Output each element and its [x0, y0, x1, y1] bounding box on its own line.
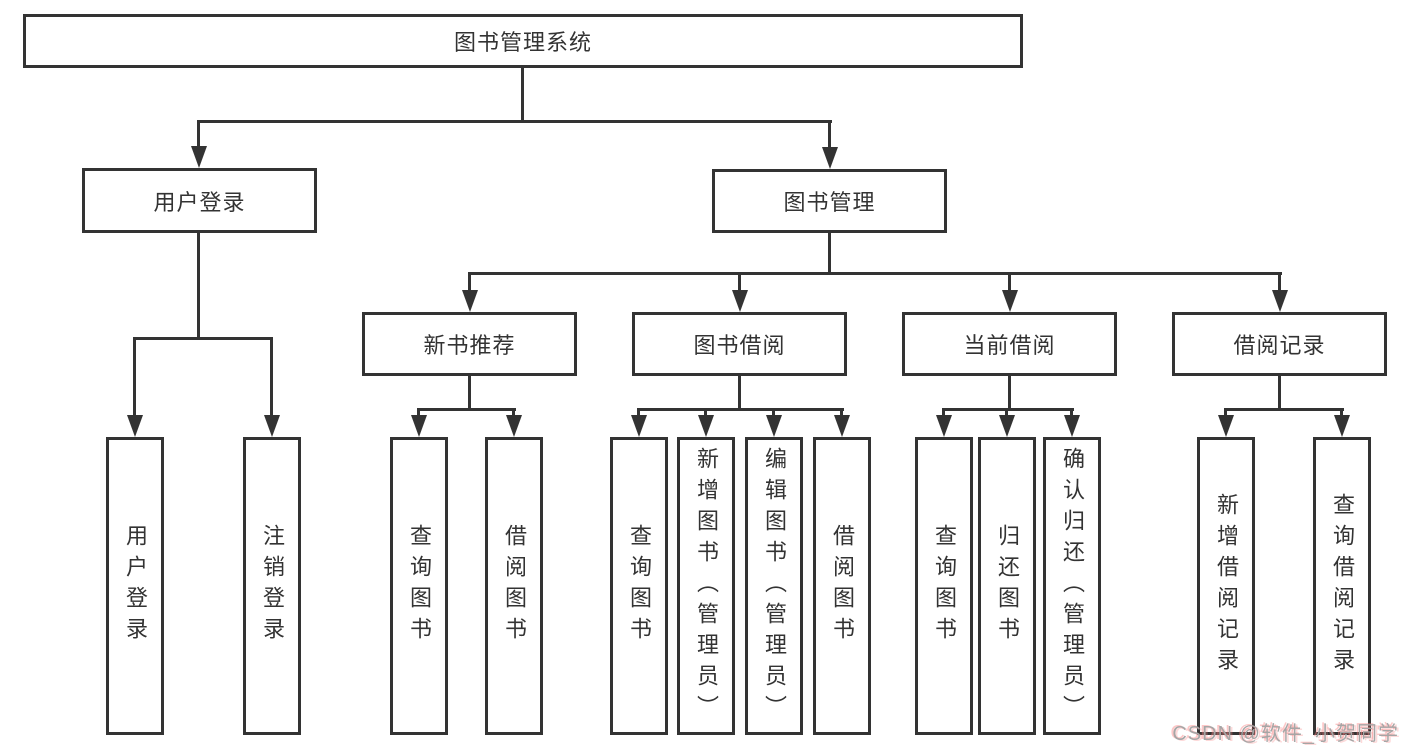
arrowhead-down-icon	[127, 415, 143, 437]
connector-line	[942, 408, 1074, 411]
node-label: 用户登录	[153, 189, 246, 215]
node-borrowing-records: 借阅记录	[1172, 312, 1387, 376]
connector-line	[417, 408, 516, 411]
leaf-query-books-borrowing: 查询图书	[610, 437, 668, 735]
connector-line	[704, 408, 707, 418]
connector-line	[1340, 408, 1343, 418]
arrowhead-down-icon	[834, 415, 850, 437]
connector-line	[772, 408, 775, 418]
arrowhead-down-icon	[1002, 290, 1018, 312]
node-new-book-recommendation: 新书推荐	[362, 312, 577, 376]
node-label: 当前借阅	[963, 333, 1056, 358]
leaf-label: 编辑图书（管理员）	[762, 446, 787, 726]
leaf-label: 借阅图书	[502, 524, 527, 648]
arrowhead-down-icon	[411, 415, 427, 437]
leaf-label: 新增借阅记录	[1214, 493, 1239, 679]
leaf-confirm-return-admin: 确认归还（管理员）	[1043, 437, 1101, 735]
arrowhead-down-icon	[732, 290, 748, 312]
connector-line	[512, 408, 515, 418]
leaf-label: 借阅图书	[830, 524, 855, 648]
arrowhead-down-icon	[631, 415, 647, 437]
connector-line	[840, 408, 843, 418]
arrowhead-down-icon	[191, 146, 207, 168]
connector-line	[828, 233, 831, 272]
connector-line	[197, 233, 200, 337]
leaf-label: 查询图书	[627, 524, 652, 648]
leaf-label: 注销登录	[260, 524, 285, 648]
arrowhead-down-icon	[264, 415, 280, 437]
node-label: 图书借阅	[693, 333, 786, 358]
connector-line	[1224, 408, 1227, 418]
arrowhead-down-icon	[1218, 415, 1234, 437]
connector-line	[521, 68, 524, 120]
node-user-login: 用户登录	[82, 168, 317, 233]
node-label: 图书管理系统	[453, 30, 592, 55]
connector-line	[942, 408, 945, 418]
connector-line	[1278, 376, 1281, 408]
arrowhead-down-icon	[936, 415, 952, 437]
connector-line	[1224, 408, 1344, 411]
arrowhead-down-icon	[999, 415, 1015, 437]
connector-line	[417, 408, 420, 418]
arrowhead-down-icon	[462, 290, 478, 312]
connector-line	[1278, 272, 1281, 292]
connector-line	[468, 272, 1282, 275]
leaf-borrow-books: 借阅图书	[813, 437, 871, 735]
connector-line	[197, 120, 832, 123]
node-book-management: 图书管理	[712, 169, 947, 233]
connector-line	[468, 272, 471, 292]
connector-line	[637, 408, 844, 411]
leaf-add-borrow-record: 新增借阅记录	[1197, 437, 1255, 735]
connector-line	[468, 376, 471, 408]
leaf-add-books-admin: 新增图书（管理员）	[677, 437, 735, 735]
connector-line	[133, 337, 136, 417]
connector-line	[1005, 408, 1008, 418]
node-library-management-system: 图书管理系统	[23, 14, 1023, 68]
leaf-query-books-current: 查询图书	[915, 437, 973, 735]
csdn-watermark: CSDN @软件_小贺同学	[1172, 723, 1399, 745]
arrowhead-down-icon	[1334, 415, 1350, 437]
connector-line	[1008, 376, 1011, 408]
leaf-label: 用户登录	[123, 524, 148, 648]
leaf-label: 新增图书（管理员）	[694, 446, 719, 726]
leaf-query-borrow-record: 查询借阅记录	[1313, 437, 1371, 735]
leaf-query-books-recommend: 查询图书	[390, 437, 448, 735]
node-label: 新书推荐	[423, 333, 516, 358]
connector-line	[828, 120, 831, 149]
connector-line	[1008, 272, 1011, 292]
connector-line	[197, 120, 200, 148]
connector-line	[738, 376, 741, 408]
arrowhead-down-icon	[698, 415, 714, 437]
leaf-label: 查询图书	[407, 524, 432, 648]
connector-line	[133, 337, 273, 340]
leaf-label: 归还图书	[995, 524, 1020, 648]
leaf-borrow-books-recommend: 借阅图书	[485, 437, 543, 735]
leaf-label: 查询图书	[932, 524, 957, 648]
node-label: 借阅记录	[1233, 333, 1326, 358]
connector-line	[270, 337, 273, 417]
arrowhead-down-icon	[1064, 415, 1080, 437]
connector-line	[738, 272, 741, 292]
leaf-edit-books-admin: 编辑图书（管理员）	[745, 437, 803, 735]
leaf-label: 查询借阅记录	[1330, 493, 1355, 679]
connector-line	[1070, 408, 1073, 418]
leaf-logout: 注销登录	[243, 437, 301, 735]
node-current-borrowing: 当前借阅	[902, 312, 1117, 376]
leaf-label: 确认归还（管理员）	[1060, 446, 1085, 726]
arrowhead-down-icon	[822, 147, 838, 169]
node-book-borrowing: 图书借阅	[632, 312, 847, 376]
connector-line	[637, 408, 640, 418]
leaf-return-books: 归还图书	[978, 437, 1036, 735]
node-label: 图书管理	[783, 190, 876, 215]
leaf-user-login: 用户登录	[106, 437, 164, 735]
arrowhead-down-icon	[506, 415, 522, 437]
arrowhead-down-icon	[1272, 290, 1288, 312]
arrowhead-down-icon	[766, 415, 782, 437]
